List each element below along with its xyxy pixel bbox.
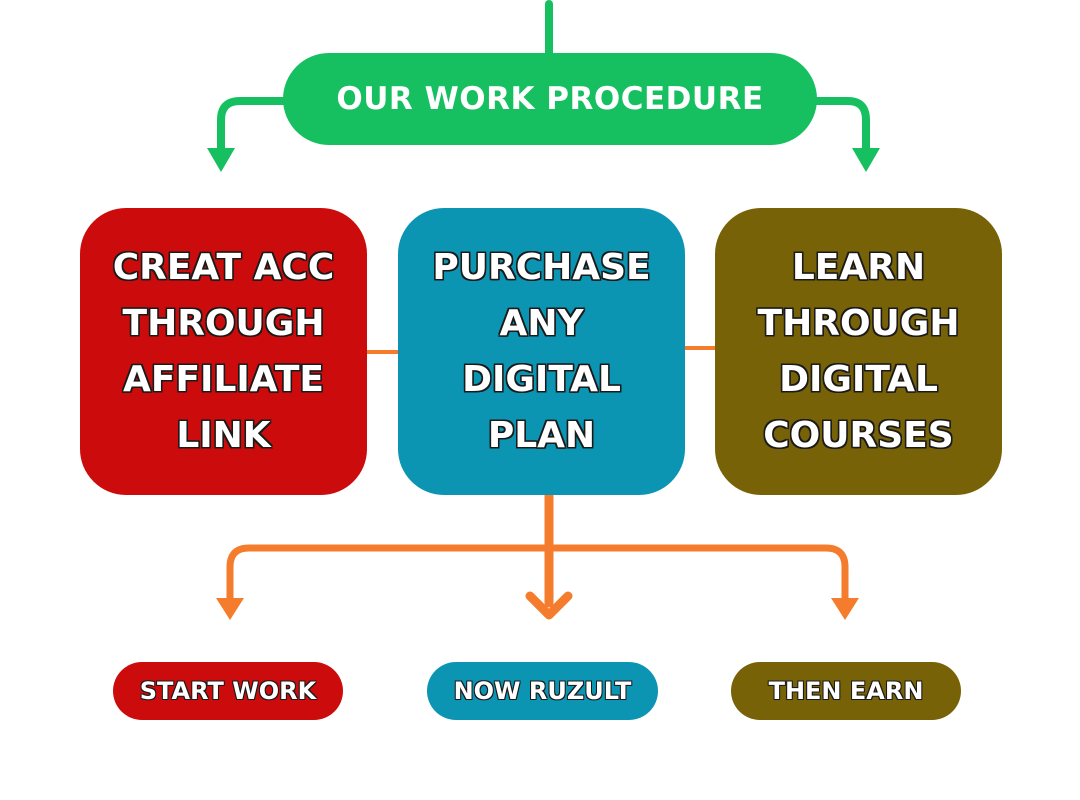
- step-box-create-account: CREAT ACC THROUGH AFFILIATE LINK: [80, 208, 367, 495]
- step-label-create-account: CREAT ACC THROUGH AFFILIATE LINK: [112, 246, 335, 456]
- orange-branch-line: [226, 544, 849, 604]
- right-orange-arrowhead: [831, 598, 859, 620]
- header-title: OUR WORK PROCEDURE: [336, 81, 764, 117]
- result-label-start-work: START WORK: [139, 677, 317, 705]
- result-label-now-ruzult: NOW RUZULT: [453, 677, 632, 705]
- step-box-learn-courses: LEARN THROUGH DIGITAL COURSES: [715, 208, 1002, 495]
- step-label-purchase-plan: PURCHASE ANY DIGITAL PLAN: [432, 246, 651, 456]
- left-green-arrow: [217, 97, 294, 154]
- left-orange-arrowhead: [216, 598, 244, 620]
- left-green-arrowhead: [207, 148, 235, 172]
- result-pill-now-ruzult: NOW RUZULT: [427, 662, 658, 720]
- center-down-arrowhead: [525, 591, 573, 620]
- result-pill-start-work: START WORK: [113, 662, 343, 720]
- result-pill-then-earn: THEN EARN: [731, 662, 961, 720]
- step-box-purchase-plan: PURCHASE ANY DIGITAL PLAN: [398, 208, 685, 495]
- right-green-arrow: [806, 97, 870, 154]
- right-green-arrowhead: [852, 148, 880, 172]
- step-label-learn-courses: LEARN THROUGH DIGITAL COURSES: [757, 246, 960, 456]
- header-pill: OUR WORK PROCEDURE: [283, 53, 817, 145]
- result-label-then-earn: THEN EARN: [768, 677, 924, 705]
